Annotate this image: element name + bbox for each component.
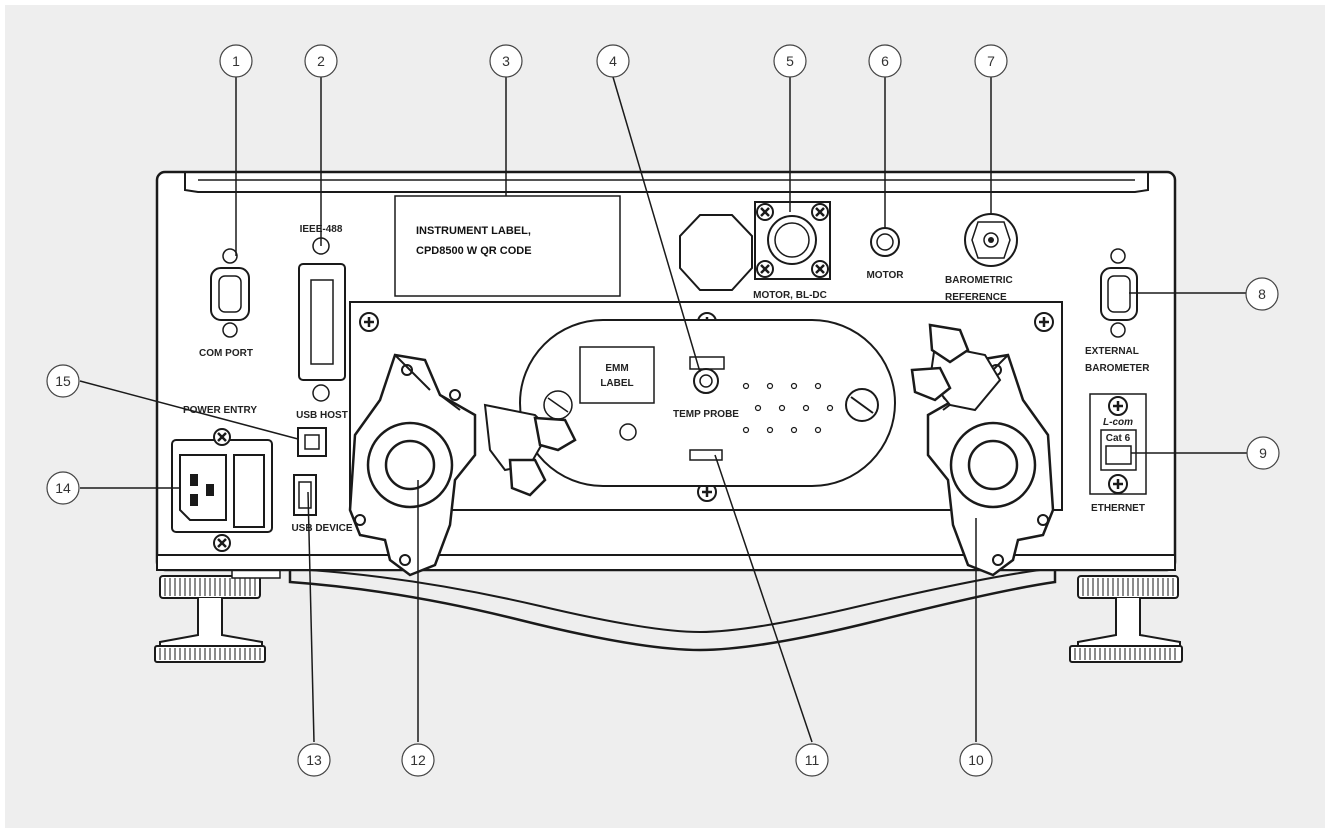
emm-oval	[519, 319, 896, 487]
left-foot	[154, 575, 266, 663]
callout-13: 13	[297, 743, 331, 777]
hole-pattern	[742, 382, 834, 434]
callout-5: 5	[773, 44, 807, 78]
slot	[689, 449, 723, 461]
callout-label: 14	[55, 480, 71, 496]
power-entry-module[interactable]	[171, 427, 273, 553]
com-port-label: COM PORT	[199, 348, 253, 359]
external-barometer-label-line2: BAROMETER	[1085, 363, 1150, 374]
emm-label-line2: LABEL	[600, 378, 633, 389]
emm-label-box	[579, 346, 655, 404]
instrument-label-line1: INSTRUMENT LABEL,	[416, 225, 531, 237]
temp-probe-label: TEMP PROBE	[673, 409, 739, 420]
motor-label: MOTOR	[866, 270, 904, 281]
callout-15: 15	[46, 364, 80, 398]
external-barometer-label-line1: EXTERNAL	[1085, 346, 1139, 357]
barometric-reference-port[interactable]	[964, 213, 1018, 267]
motor-bldc-label: MOTOR, BL-DC	[753, 290, 827, 301]
usb-host-label: USB HOST	[296, 410, 348, 421]
callout-6: 6	[868, 44, 902, 78]
motor-connector[interactable]	[870, 227, 900, 257]
instrument-label-line2: CPD8500 W QR CODE	[416, 245, 532, 257]
callout-label: 15	[55, 373, 71, 389]
com-port[interactable]	[210, 248, 250, 338]
callout-7: 7	[974, 44, 1008, 78]
callout-label: 6	[881, 53, 889, 69]
callout-label: 5	[786, 53, 794, 69]
power-entry-label: POWER ENTRY	[183, 405, 257, 416]
callout-10: 10	[959, 743, 993, 777]
right-foot	[1069, 575, 1183, 663]
instrument-label-box	[394, 195, 621, 297]
callout-label: 11	[805, 752, 820, 768]
callout-14: 14	[46, 471, 80, 505]
barometric-label-line1: BAROMETRIC	[945, 275, 1013, 286]
lcom-label: L-com	[1103, 417, 1133, 428]
usb-device-port[interactable]	[293, 474, 317, 516]
leader-lines	[79, 76, 1247, 743]
motor-bldc-connector[interactable]	[754, 201, 831, 280]
callout-8: 8	[1245, 277, 1279, 311]
callout-12: 12	[401, 743, 435, 777]
callout-label: 8	[1258, 286, 1266, 302]
cat6-label: Cat 6	[1106, 433, 1131, 444]
left-wing-nut[interactable]	[483, 403, 577, 497]
callout-label: 9	[1259, 445, 1267, 461]
octagon-cover	[679, 214, 753, 291]
usb-device-label: USB DEVICE	[291, 523, 352, 534]
ethernet-label: ETHERNET	[1091, 503, 1145, 514]
barometric-label-line2: REFERENCE	[945, 292, 1007, 303]
callout-label: 4	[609, 53, 617, 69]
callout-9: 9	[1246, 436, 1280, 470]
callout-1: 1	[219, 44, 253, 78]
right-wing-nut[interactable]	[910, 323, 1002, 412]
handle	[288, 568, 1057, 652]
emm-label-line1: EMM	[605, 363, 628, 374]
callout-2: 2	[304, 44, 338, 78]
callout-label: 1	[232, 53, 240, 69]
callout-3: 3	[489, 44, 523, 78]
callout-label: 12	[410, 752, 426, 768]
external-barometer-port[interactable]	[1100, 248, 1138, 338]
usb-host-port[interactable]	[297, 427, 327, 457]
callout-label: 3	[502, 53, 510, 69]
callout-4: 4	[596, 44, 630, 78]
callout-label: 2	[317, 53, 325, 69]
callout-label: 10	[968, 752, 984, 768]
callout-label: 13	[306, 752, 322, 768]
callout-label: 7	[987, 53, 995, 69]
callout-11: 11	[795, 743, 829, 777]
